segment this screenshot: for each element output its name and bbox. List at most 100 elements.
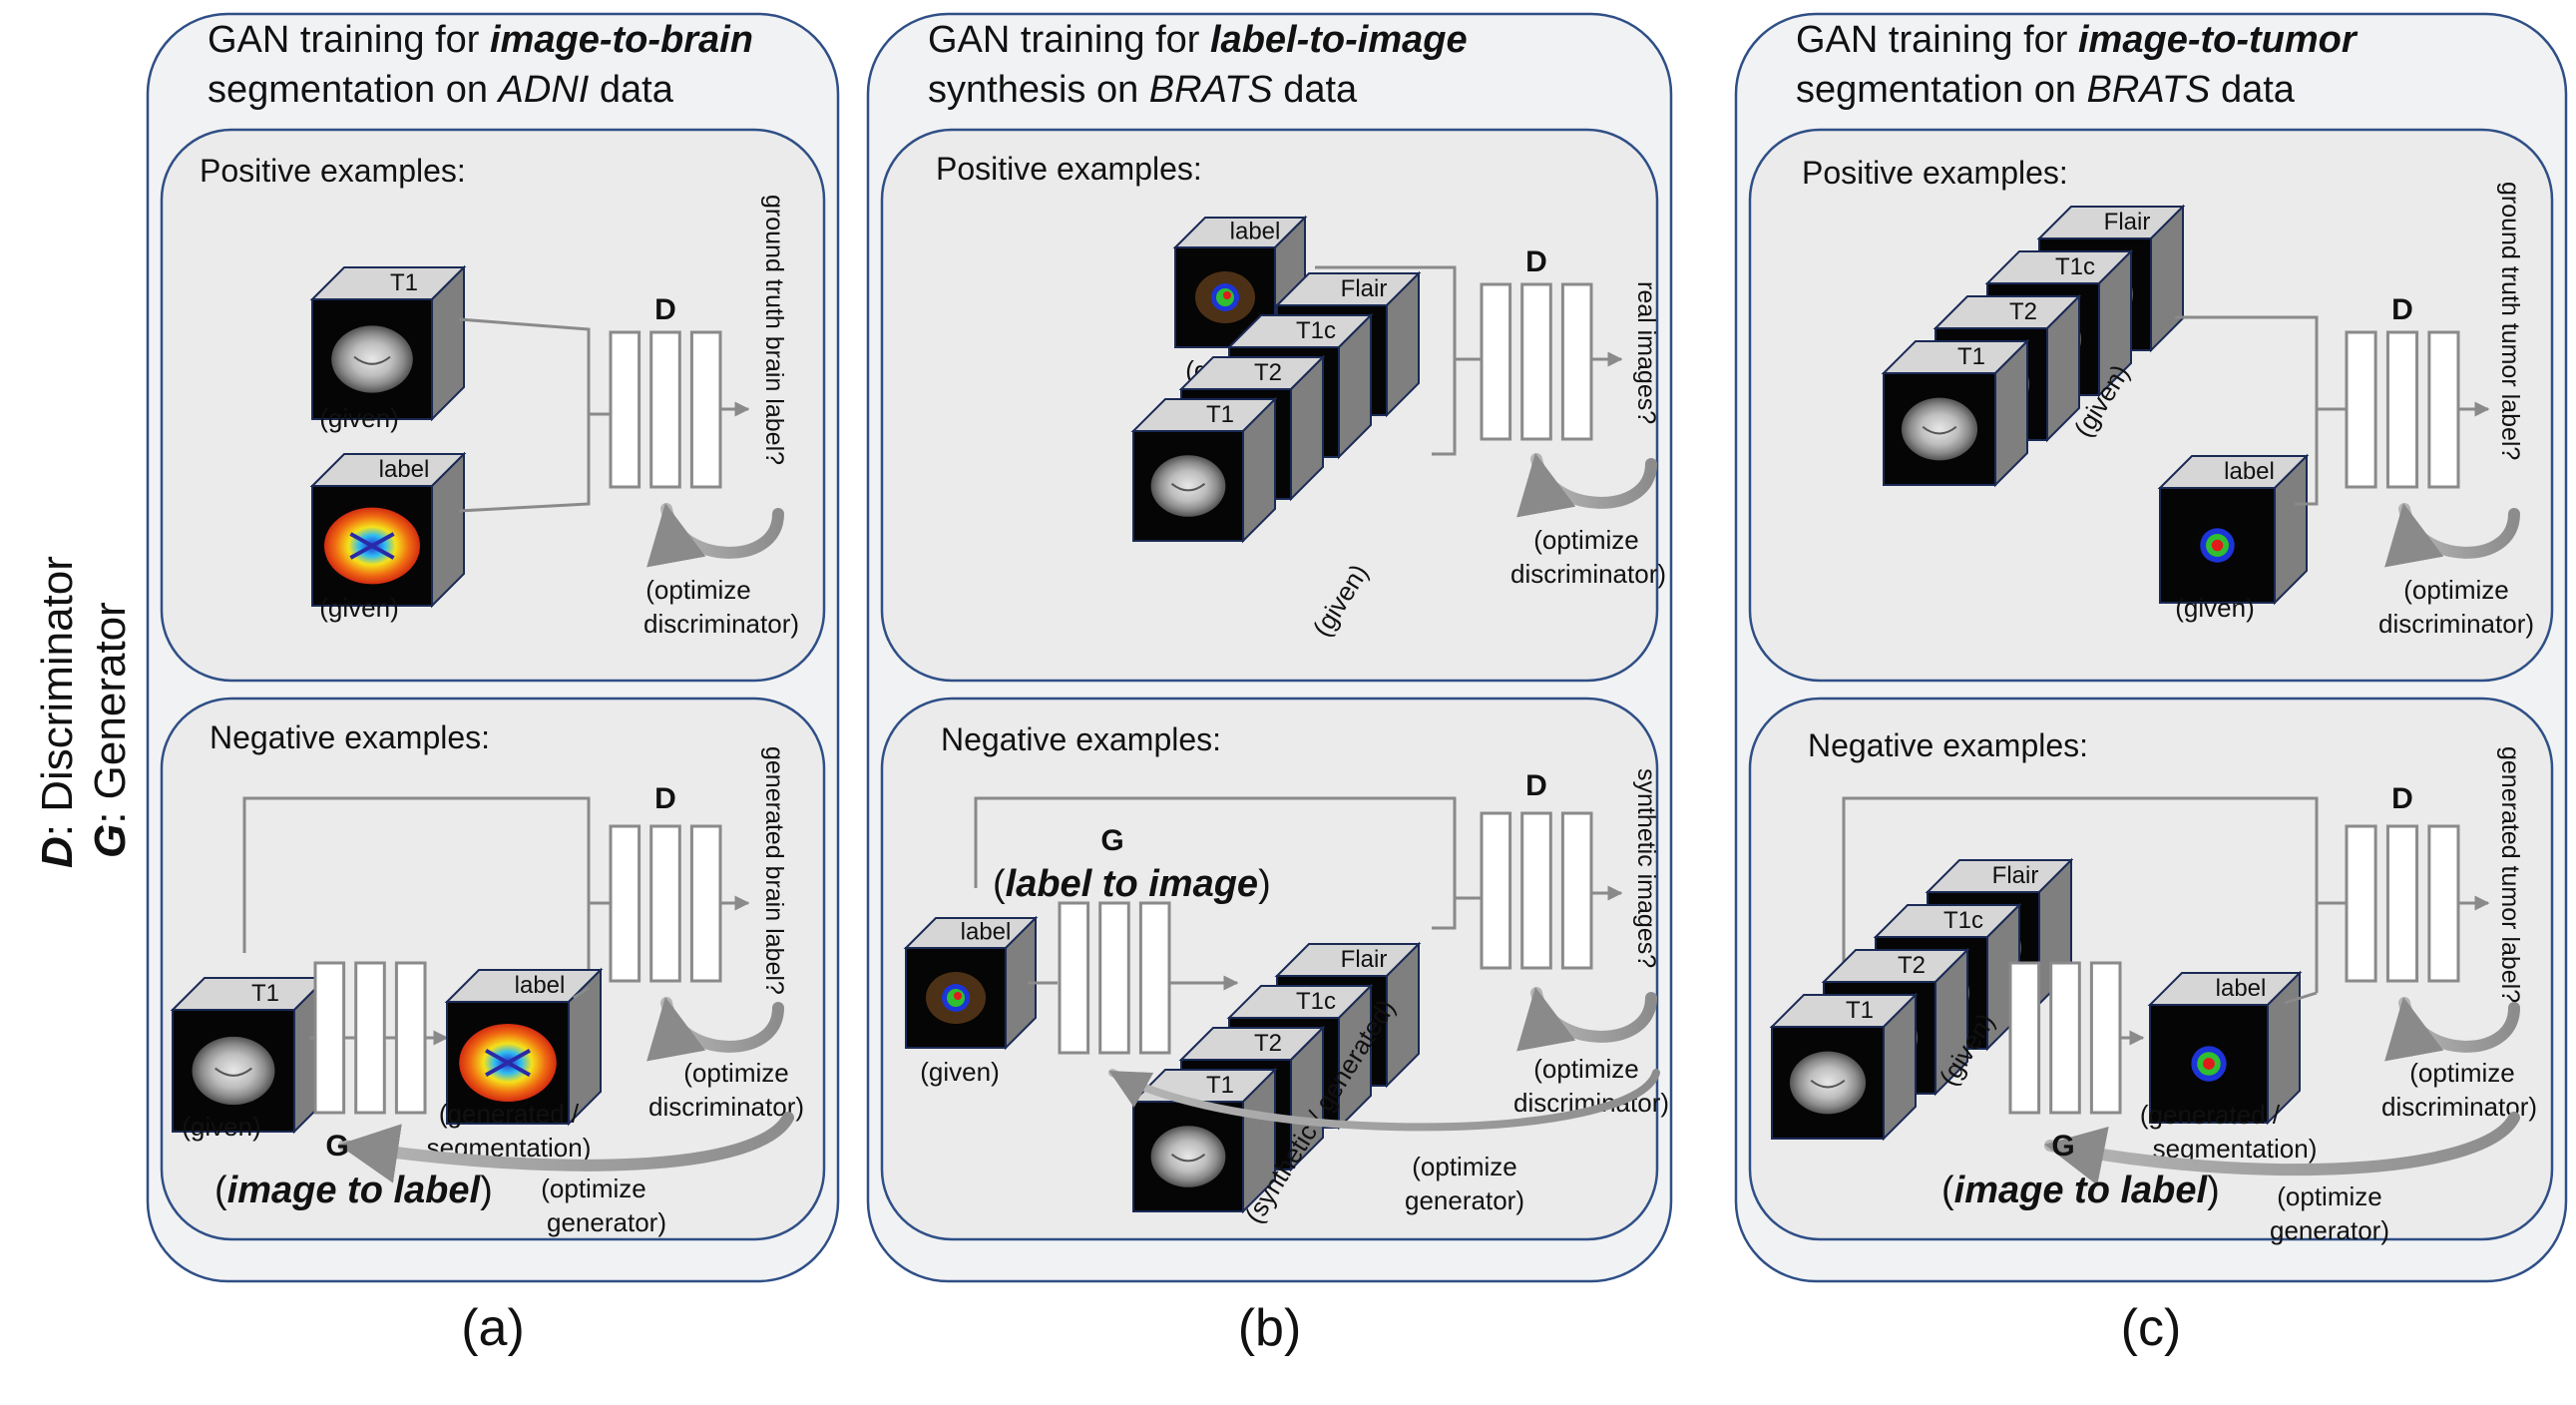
connector	[1432, 359, 1457, 456]
discriminator-net	[1480, 282, 1593, 441]
generator-description-part: image to label	[1954, 1170, 2209, 1211]
panel-title-line2-part: segmentation on	[1796, 69, 2087, 111]
generator-net-layer	[1058, 901, 1090, 1055]
synthetic-image-stack-volume-3-ventricle	[1170, 1154, 1206, 1163]
image-stack-volume-3-ventricle	[1170, 483, 1206, 492]
generator-description-part: (	[1941, 1170, 1954, 1211]
generator-description: (label to image)	[993, 863, 1271, 905]
image-stack-volume-3-ventricle	[1810, 1079, 1846, 1089]
discriminator-net	[2345, 824, 2460, 983]
image-stack-volume-3: T1	[1769, 992, 1919, 1142]
generated-label-volume-label-core	[485, 1049, 531, 1077]
panel-title-line2: synthesis on BRATS data	[928, 69, 1358, 111]
image-stack-volume-2-label: T2	[1254, 359, 1282, 386]
optimize-g-line1: (optimize	[1412, 1152, 1516, 1181]
panel-title-line2-part: BRATS	[2087, 69, 2211, 111]
generator-net-layer	[313, 961, 346, 1115]
generator-description: (image to label)	[1941, 1170, 2220, 1211]
negative-examples-box	[880, 697, 1659, 1241]
panel-title-line1: GAN training for image-to-brain	[208, 19, 753, 61]
generator-letter: G	[2051, 1130, 2074, 1163]
panel-title-line2-part: synthesis on	[928, 69, 1149, 111]
image-stack-volume-1-label: T1c	[1943, 907, 1983, 934]
discriminator-net-layer	[1520, 811, 1552, 970]
label-volume-label-core	[349, 532, 395, 560]
optimize-line2: discriminator)	[644, 609, 799, 639]
discriminator-net-layer	[1480, 811, 1512, 970]
optimize-d-line1: (optimize	[1533, 1054, 1638, 1084]
generator-description-part: )	[480, 1170, 493, 1211]
optimize-g-arrow	[1108, 1069, 1660, 1132]
panel-c-content: Positive examples:FlairT1cT2T1(given)lab…	[1769, 155, 2537, 1245]
image-stack-volume-3-ventricle	[1922, 425, 1957, 435]
synthetic-image-stack-volume-3-brain-scan	[1150, 1126, 1226, 1187]
optimize-g-line1: (optimize	[2277, 1181, 2381, 1211]
label-volume-label: label	[2224, 458, 2275, 485]
connector	[2284, 991, 2318, 1005]
optimize-g-line1: (optimize	[541, 1173, 645, 1203]
discriminator-net-layer	[1560, 811, 1593, 970]
discriminator-key-part: D	[33, 836, 82, 868]
positive-examples-box	[1748, 128, 2554, 683]
label-volume: label	[903, 915, 1039, 1051]
image-stack-volume-3: T1	[1130, 396, 1278, 544]
discriminator-net-layer	[649, 330, 681, 489]
connector	[458, 317, 611, 416]
image-stack-volume-1-label: T1c	[2055, 253, 2095, 280]
panel-title-line1: GAN training for label-to-image	[928, 19, 1468, 61]
generator-net-layer	[2008, 961, 2041, 1115]
optimize-d-arrow	[2384, 997, 2520, 1062]
panel-title-line2-part: data	[2210, 69, 2295, 111]
optimize-arrow	[2384, 503, 2520, 568]
generator-key-part: : Generator	[86, 602, 135, 824]
discriminator-net-layer	[2427, 330, 2460, 489]
discriminator-net-layer	[1560, 282, 1593, 441]
generator-description-part: label to image	[1006, 863, 1258, 905]
image-stack-volume-3-label: T1	[1206, 401, 1234, 428]
label-volume-label: label	[379, 456, 430, 483]
panel-title-line1-part: GAN training for	[928, 19, 1210, 61]
discriminator-net-layer	[649, 824, 681, 983]
discriminator-key: D: Discriminator	[33, 556, 82, 868]
t1-volume: T1	[170, 975, 329, 1135]
label-volume-label: label	[961, 919, 1012, 946]
skip-connector	[974, 796, 1457, 898]
generator-net	[313, 961, 427, 1115]
optimize-d-arrow	[1516, 987, 1657, 1052]
connector	[2175, 315, 2347, 411]
discriminator-net-layer	[689, 824, 722, 983]
generator-net-layer	[354, 961, 386, 1115]
optimize-line1: (optimize	[645, 575, 750, 605]
discriminator-net-layer	[2385, 330, 2419, 489]
panel-a-content: Positive examples:T1(given)label(given)D…	[170, 153, 804, 1237]
generator-net-layer	[2089, 961, 2122, 1115]
skip-connector	[1842, 796, 2319, 993]
optimize-line1: (optimize	[2403, 575, 2508, 605]
image-stack-volume-0-label: Flair	[2104, 209, 2151, 235]
image-stack-volume-2-label: T2	[2009, 298, 2037, 325]
generator-key-part: G	[86, 824, 135, 858]
image-stack-volume-1-label: T1c	[1296, 317, 1336, 344]
panel-caption: (b)	[1238, 1299, 1302, 1357]
generated-caption-1: (generated /	[439, 1099, 580, 1129]
label-volume-tumor-enhancing	[954, 992, 962, 1000]
synthetic-image-stack-volume-1-label: T1c	[1296, 988, 1336, 1015]
label-volume-tumor-enhancing	[2211, 539, 2224, 552]
image-stack-volume-3-brain-scan	[1789, 1051, 1867, 1115]
generated-label-volume-label: label	[2216, 975, 2267, 1002]
connector	[1432, 896, 1482, 930]
panel-title-line1-part: image-to-tumor	[2078, 19, 2359, 61]
generator-description: (image to label)	[215, 1170, 493, 1211]
t1-volume: T1	[309, 264, 467, 422]
discriminator-letter: D	[2391, 782, 2413, 815]
optimize-d-line2: discriminator)	[648, 1092, 804, 1122]
positive-output-question: ground truth tumor label?	[2496, 182, 2524, 460]
generator-net	[1058, 901, 1171, 1055]
positive-title: Positive examples:	[936, 151, 1202, 187]
panel-title-line2-part: ADNI	[497, 69, 590, 111]
optimize-arrow	[646, 503, 784, 568]
optimize-line2: discriminator)	[2378, 609, 2534, 639]
discriminator-letter: D	[654, 293, 676, 326]
